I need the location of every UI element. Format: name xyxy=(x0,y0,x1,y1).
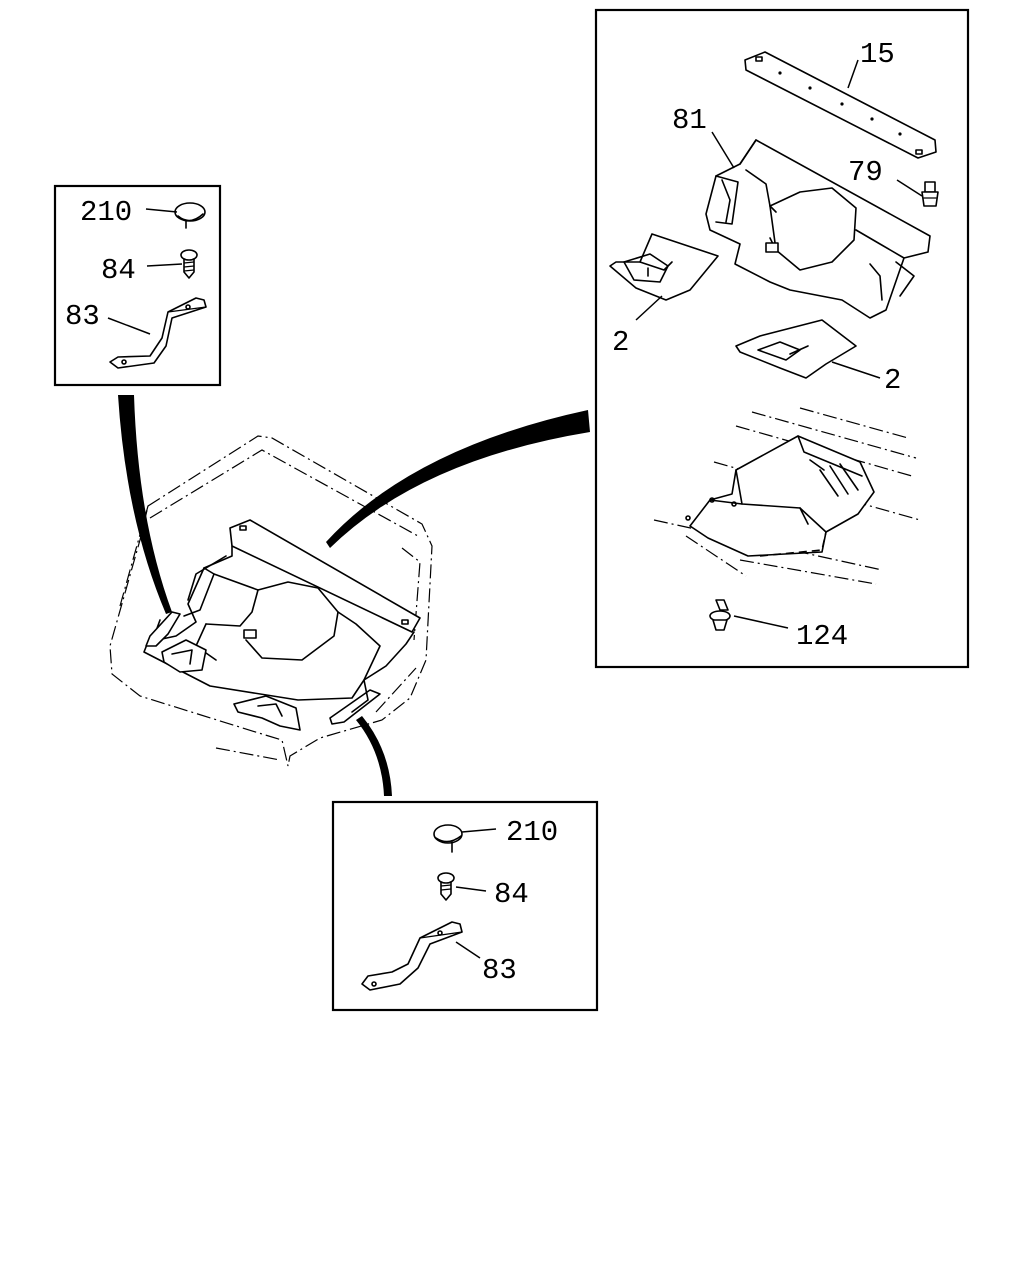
panel-strip-icon xyxy=(744,51,937,159)
floor-pad-left-icon xyxy=(609,233,719,301)
part-label-15: 15 xyxy=(860,38,895,71)
left-inset: 210 84 83 xyxy=(53,184,222,387)
part-label-83: 83 xyxy=(65,300,100,333)
part-label-124: 124 xyxy=(796,620,848,653)
leader-line xyxy=(847,59,859,89)
screw-icon xyxy=(437,872,455,901)
screw-icon xyxy=(180,249,198,279)
part-label-2-left: 2 xyxy=(612,326,629,359)
clip-icon xyxy=(433,824,463,853)
part-label-210-bottom: 210 xyxy=(506,816,558,849)
fastener-icon xyxy=(921,181,939,207)
part-label-84-bottom: 84 xyxy=(494,878,529,911)
leader-line xyxy=(711,131,735,169)
leader-line xyxy=(107,317,151,335)
connector-left xyxy=(118,395,172,614)
floor-insulator-icon xyxy=(705,139,931,319)
leader-line xyxy=(146,263,183,267)
part-label-83-bottom: 83 xyxy=(482,954,517,987)
connector-right xyxy=(326,410,590,548)
bottom-inset: 210 84 83 xyxy=(331,800,599,1012)
connector-bottom xyxy=(356,716,392,796)
leader-line xyxy=(145,208,178,213)
part-label-2-right: 2 xyxy=(884,364,901,397)
leader-line xyxy=(733,615,789,629)
right-inset: 15 81 79 xyxy=(594,8,970,669)
leader-line xyxy=(455,886,487,892)
bottom-inset-frame xyxy=(331,800,599,1012)
leader-line xyxy=(455,941,481,959)
part-label-81: 81 xyxy=(672,104,707,137)
floor-tunnel-view xyxy=(653,407,921,585)
part-label-84: 84 xyxy=(101,254,136,287)
leader-line xyxy=(831,361,881,379)
part-label-210: 210 xyxy=(80,196,132,229)
floor-pad-right-icon xyxy=(735,319,857,379)
clip-icon xyxy=(174,202,206,229)
part-label-79: 79 xyxy=(848,156,883,189)
cab-floor-assembly xyxy=(109,435,433,767)
left-inset-frame xyxy=(53,184,222,387)
bracket-icon xyxy=(109,297,207,369)
leader-line xyxy=(896,179,923,197)
right-inset-frame xyxy=(594,8,970,669)
bracket-icon xyxy=(361,921,463,991)
leader-line xyxy=(461,828,497,833)
leader-line xyxy=(635,295,663,321)
push-clip-icon xyxy=(709,599,731,631)
